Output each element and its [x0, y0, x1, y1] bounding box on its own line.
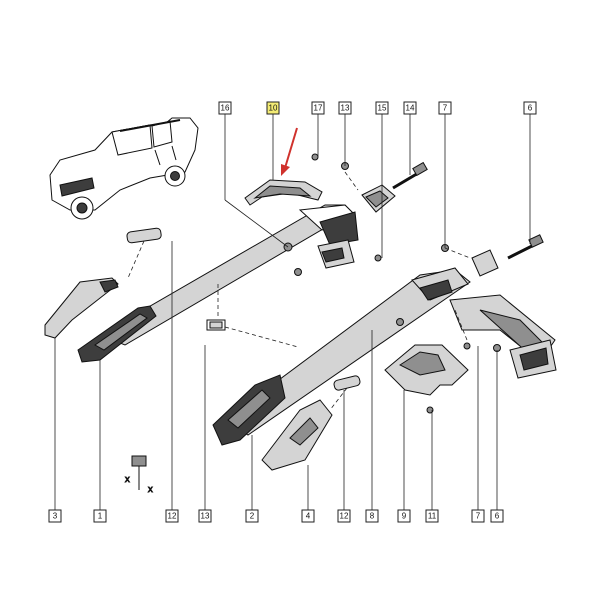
callout-9[interactable]: 9: [397, 509, 411, 523]
callout-7-bottom[interactable]: 7: [471, 509, 485, 523]
part-12-pad-left: [126, 227, 162, 244]
svg-text:6: 6: [528, 104, 533, 113]
callout-7-top[interactable]: 7: [438, 101, 452, 115]
front-bracket-assembly: [283, 153, 396, 276]
part-3-trim-strip: [44, 277, 119, 339]
svg-text:13: 13: [341, 104, 350, 113]
svg-text:14: 14: [406, 104, 415, 113]
part-4-end-cover: [261, 399, 333, 471]
callout-2[interactable]: 2: [245, 509, 259, 523]
callout-13-bottom[interactable]: 13: [198, 509, 212, 523]
svg-text:7: 7: [476, 512, 481, 521]
callout-4[interactable]: 4: [301, 509, 315, 523]
svg-text:13: 13: [201, 512, 210, 521]
svg-text:11: 11: [428, 512, 437, 521]
pickup-truck-illustration: [49, 117, 199, 220]
dashed-lines: [127, 171, 471, 411]
svg-text:X: X: [125, 477, 130, 484]
callout-12-left[interactable]: 12: [165, 509, 179, 523]
callout-11[interactable]: 11: [425, 509, 439, 523]
callout-16[interactable]: 16: [218, 101, 232, 115]
svg-text:17: 17: [314, 104, 323, 113]
label-tag: [206, 319, 226, 331]
callout-17[interactable]: 17: [311, 101, 325, 115]
part-9-cover: [384, 344, 469, 414]
svg-text:8: 8: [370, 512, 375, 521]
svg-text:10: 10: [269, 104, 278, 113]
svg-text:12: 12: [168, 512, 177, 521]
svg-text:2: 2: [250, 512, 255, 521]
part-10-rail-cover: [244, 179, 323, 206]
callout-3[interactable]: 3: [48, 509, 62, 523]
svg-text:1: 1: [98, 512, 103, 521]
svg-text:16: 16: [221, 104, 230, 113]
svg-text:9: 9: [402, 512, 407, 521]
left-roof-rail: [77, 204, 359, 363]
svg-text:6: 6: [495, 512, 500, 521]
rear-bracket-assembly: [396, 244, 557, 379]
leader-lines: [54, 114, 531, 510]
clip-detail: X X: [125, 455, 154, 495]
callout-6-bottom[interactable]: 6: [490, 509, 504, 523]
bolt-6-top: [507, 234, 544, 260]
callout-13-top[interactable]: 13: [338, 101, 352, 115]
callout-1[interactable]: 1: [93, 509, 107, 523]
part-12-pad-right: [333, 375, 361, 391]
right-roof-rail: [212, 267, 471, 446]
callout-6-top[interactable]: 6: [523, 101, 537, 115]
svg-text:3: 3: [53, 512, 58, 521]
callout-12-right[interactable]: 12: [337, 509, 351, 523]
svg-text:4: 4: [306, 512, 311, 521]
callout-15[interactable]: 15: [375, 101, 389, 115]
callout-14[interactable]: 14: [403, 101, 417, 115]
bolt-14: [392, 161, 428, 190]
svg-text:12: 12: [340, 512, 349, 521]
svg-text:15: 15: [378, 104, 387, 113]
svg-text:X: X: [148, 487, 153, 494]
red-arrow-icon: [281, 127, 298, 176]
svg-text:7: 7: [443, 104, 448, 113]
callout-10-highlighted[interactable]: 10: [266, 101, 280, 115]
callout-8[interactable]: 8: [365, 509, 379, 523]
